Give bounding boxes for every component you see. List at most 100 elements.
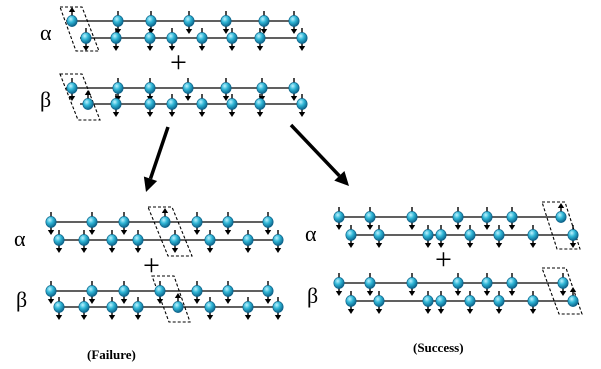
spin-down-icon — [45, 281, 57, 304]
success-arrow-icon — [289, 123, 349, 186]
spin-down-icon — [86, 212, 98, 235]
spin-up-icon — [82, 90, 94, 110]
spin-down-icon — [435, 291, 447, 314]
spin-down-icon — [222, 281, 234, 304]
spin-down-icon — [132, 297, 144, 320]
spin-down-icon — [144, 94, 156, 117]
top-beta-label: β — [40, 87, 52, 112]
spin-down-icon — [345, 225, 357, 248]
spin-down-icon — [422, 291, 434, 314]
selection-boxes — [59, 6, 583, 323]
top-alpha-label: α — [40, 20, 52, 45]
selection-box-icon — [541, 201, 581, 250]
spin-down-icon — [112, 78, 124, 101]
selection-box-icon — [147, 206, 193, 257]
spin-down-icon — [254, 94, 266, 117]
spin-down-icon — [132, 230, 144, 253]
spin-down-icon — [110, 28, 122, 51]
spin-down-icon — [262, 212, 274, 235]
spin-down-icon — [345, 291, 357, 314]
spin-down-icon — [406, 207, 418, 230]
spin-down-icon — [364, 207, 376, 230]
spin-down-icon — [493, 291, 505, 314]
spin-down-icon — [333, 273, 345, 296]
spin-down-icon — [196, 94, 208, 117]
spin-down-icon — [53, 230, 65, 253]
chain-lines — [47, 20, 574, 308]
spin-down-icon — [86, 281, 98, 304]
spin-down-icon — [191, 281, 203, 304]
spin-down-icon — [106, 230, 118, 253]
spin-down-icon — [506, 273, 518, 296]
spins — [45, 7, 579, 320]
spin-down-icon — [481, 207, 493, 230]
spin-down-icon — [204, 297, 216, 320]
spin-down-icon — [296, 28, 308, 51]
success-beta-label: β — [307, 283, 319, 308]
spin-down-icon — [226, 94, 238, 117]
spin-down-icon — [78, 230, 90, 253]
failure-caption: (Failure) — [87, 347, 136, 362]
spin-down-icon — [464, 291, 476, 314]
spin-down-icon — [166, 28, 178, 51]
spin-up-icon — [555, 203, 567, 223]
spin-down-icon — [204, 230, 216, 253]
spin-down-icon — [66, 78, 78, 101]
spin-up-icon — [172, 293, 184, 313]
spin-down-icon — [80, 28, 92, 51]
spin-down-icon — [118, 212, 130, 235]
spin-down-icon — [256, 78, 268, 101]
spin-down-icon — [373, 291, 385, 314]
spin-down-icon — [53, 297, 65, 320]
spin-down-icon — [373, 225, 385, 248]
spin-down-icon — [567, 225, 579, 248]
spin-up-icon — [66, 7, 78, 27]
spin-down-icon — [154, 281, 166, 304]
spin-down-icon — [254, 28, 266, 51]
spin-down-icon — [272, 230, 284, 253]
spin-down-icon — [106, 297, 118, 320]
selection-box-icon — [541, 267, 583, 315]
spin-down-icon — [226, 28, 238, 51]
spin-down-icon — [288, 11, 300, 34]
success-caption: (Success) — [413, 340, 464, 355]
spin-down-icon — [452, 207, 464, 230]
failure-arrow-icon — [143, 126, 170, 192]
failure-alpha-label: α — [14, 226, 26, 251]
spin-down-icon — [144, 28, 156, 51]
spin-up-icon — [567, 287, 579, 307]
failure-plus-sign: + — [143, 249, 160, 282]
spin-down-icon — [182, 78, 194, 101]
spin-down-icon — [242, 230, 254, 253]
spin-down-icon — [493, 225, 505, 248]
selection-box-icon — [59, 73, 101, 121]
spin-down-icon — [364, 273, 376, 296]
spin-down-icon — [78, 297, 90, 320]
spin-down-icon — [145, 11, 157, 34]
spin-down-icon — [333, 207, 345, 230]
spin-down-icon — [506, 207, 518, 230]
spin-down-icon — [464, 225, 476, 248]
spin-down-icon — [166, 94, 178, 117]
spin-down-icon — [557, 273, 569, 296]
spin-down-icon — [406, 273, 418, 296]
transition-arrows — [143, 123, 349, 192]
spin-down-icon — [110, 94, 122, 117]
spin-down-icon — [220, 11, 232, 34]
spin-down-icon — [262, 281, 274, 304]
spin-down-icon — [272, 297, 284, 320]
spin-down-icon — [435, 225, 447, 248]
spin-down-icon — [183, 11, 195, 34]
spin-down-icon — [242, 297, 254, 320]
success-alpha-label: α — [305, 221, 317, 246]
spin-down-icon — [422, 225, 434, 248]
spin-down-icon — [118, 281, 130, 304]
spin-down-icon — [288, 78, 300, 101]
spin-down-icon — [296, 94, 308, 117]
spin-up-icon — [159, 208, 171, 228]
top-plus-sign: + — [170, 46, 187, 79]
failure-beta-label: β — [16, 287, 28, 312]
spin-down-icon — [220, 78, 232, 101]
selection-box-icon — [151, 275, 191, 323]
